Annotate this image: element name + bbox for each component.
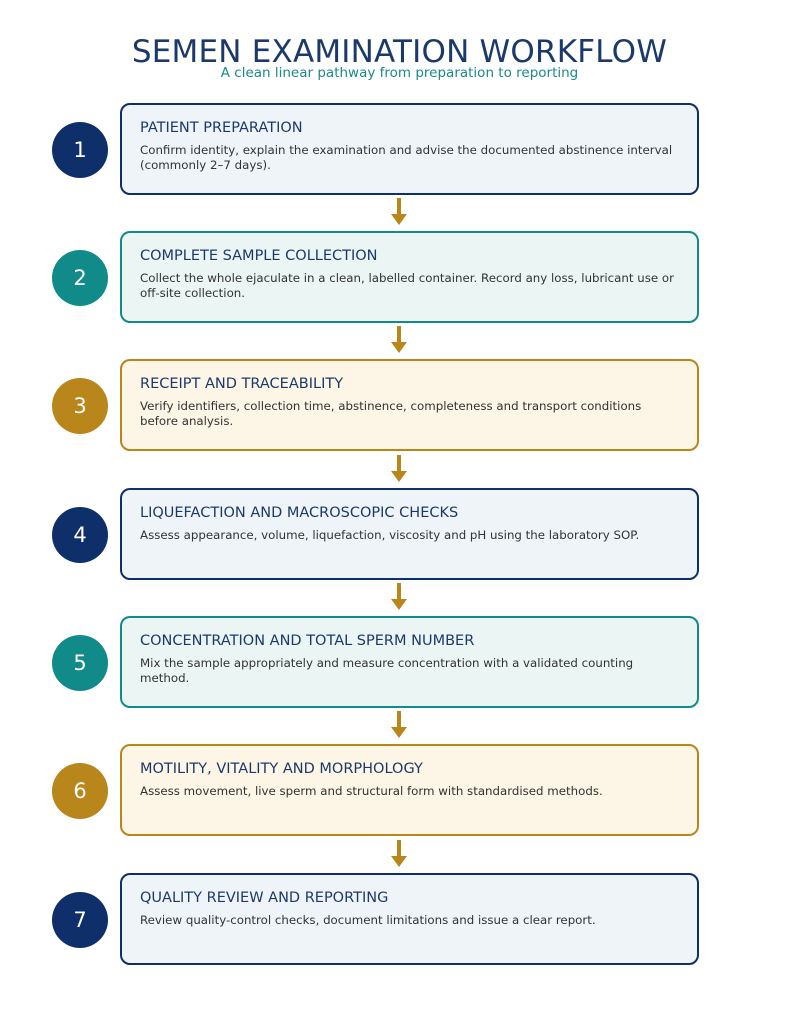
step-title: LIQUEFACTION AND MACROSCOPIC CHECKS <box>140 505 459 521</box>
workflow-step-2: 2 COMPLETE SAMPLE COLLECTION Collect the… <box>0 231 799 323</box>
step-card: COMPLETE SAMPLE COLLECTION Collect the w… <box>120 231 699 323</box>
step-card: RECEIPT AND TRACEABILITY Verify identifi… <box>120 359 699 451</box>
page-title: SEMEN EXAMINATION WORKFLOW <box>131 34 668 70</box>
step-description: Collect the whole ejaculate in a clean, … <box>140 271 674 300</box>
step-number-badge: 2 <box>52 250 108 306</box>
step-description: Assess movement, live sperm and structur… <box>140 784 603 798</box>
workflow-step-4: 4 LIQUEFACTION AND MACROSCOPIC CHECKS As… <box>0 488 799 580</box>
step-title: PATIENT PREPARATION <box>140 120 303 136</box>
step-title: CONCENTRATION AND TOTAL SPERM NUMBER <box>140 633 475 649</box>
step-card: CONCENTRATION AND TOTAL SPERM NUMBER Mix… <box>120 616 699 708</box>
step-title: QUALITY REVIEW AND REPORTING <box>140 890 389 906</box>
workflow-step-3: 3 RECEIPT AND TRACEABILITY Verify identi… <box>0 359 799 451</box>
down-arrow-icon <box>391 326 407 356</box>
down-arrow-icon <box>391 455 407 485</box>
step-description: Verify identifiers, collection time, abs… <box>140 399 642 428</box>
step-card: LIQUEFACTION AND MACROSCOPIC CHECKS Asse… <box>120 488 699 580</box>
workflow-step-6: 6 MOTILITY, VITALITY AND MORPHOLOGY Asse… <box>0 744 799 836</box>
step-number-badge: 3 <box>52 378 108 434</box>
step-number-badge: 5 <box>52 635 108 691</box>
page-subtitle: A clean linear pathway from preparation … <box>220 65 579 81</box>
workflow-step-5: 5 CONCENTRATION AND TOTAL SPERM NUMBER M… <box>0 616 799 708</box>
step-description: Mix the sample appropriately and measure… <box>140 656 634 685</box>
step-card: MOTILITY, VITALITY AND MORPHOLOGY Assess… <box>120 744 699 836</box>
step-number-badge: 4 <box>52 507 108 563</box>
step-description: Assess appearance, volume, liquefaction,… <box>140 528 640 542</box>
step-number-badge: 7 <box>52 892 108 948</box>
down-arrow-icon <box>391 583 407 613</box>
down-arrow-icon <box>391 840 407 870</box>
down-arrow-icon <box>391 198 407 228</box>
step-card: PATIENT PREPARATION Confirm identity, ex… <box>120 103 699 195</box>
workflow-step-1: 1 PATIENT PREPARATION Confirm identity, … <box>0 103 799 195</box>
step-card: QUALITY REVIEW AND REPORTING Review qual… <box>120 873 699 965</box>
step-title: RECEIPT AND TRACEABILITY <box>140 376 344 392</box>
workflow-step-7: 7 QUALITY REVIEW AND REPORTING Review qu… <box>0 873 799 965</box>
step-number-badge: 6 <box>52 763 108 819</box>
step-number-badge: 1 <box>52 122 108 178</box>
step-title: COMPLETE SAMPLE COLLECTION <box>140 248 378 264</box>
step-description: Confirm identity, explain the examinatio… <box>140 143 673 172</box>
down-arrow-icon <box>391 711 407 741</box>
step-title: MOTILITY, VITALITY AND MORPHOLOGY <box>140 761 423 777</box>
step-description: Review quality-control checks, document … <box>140 913 596 927</box>
